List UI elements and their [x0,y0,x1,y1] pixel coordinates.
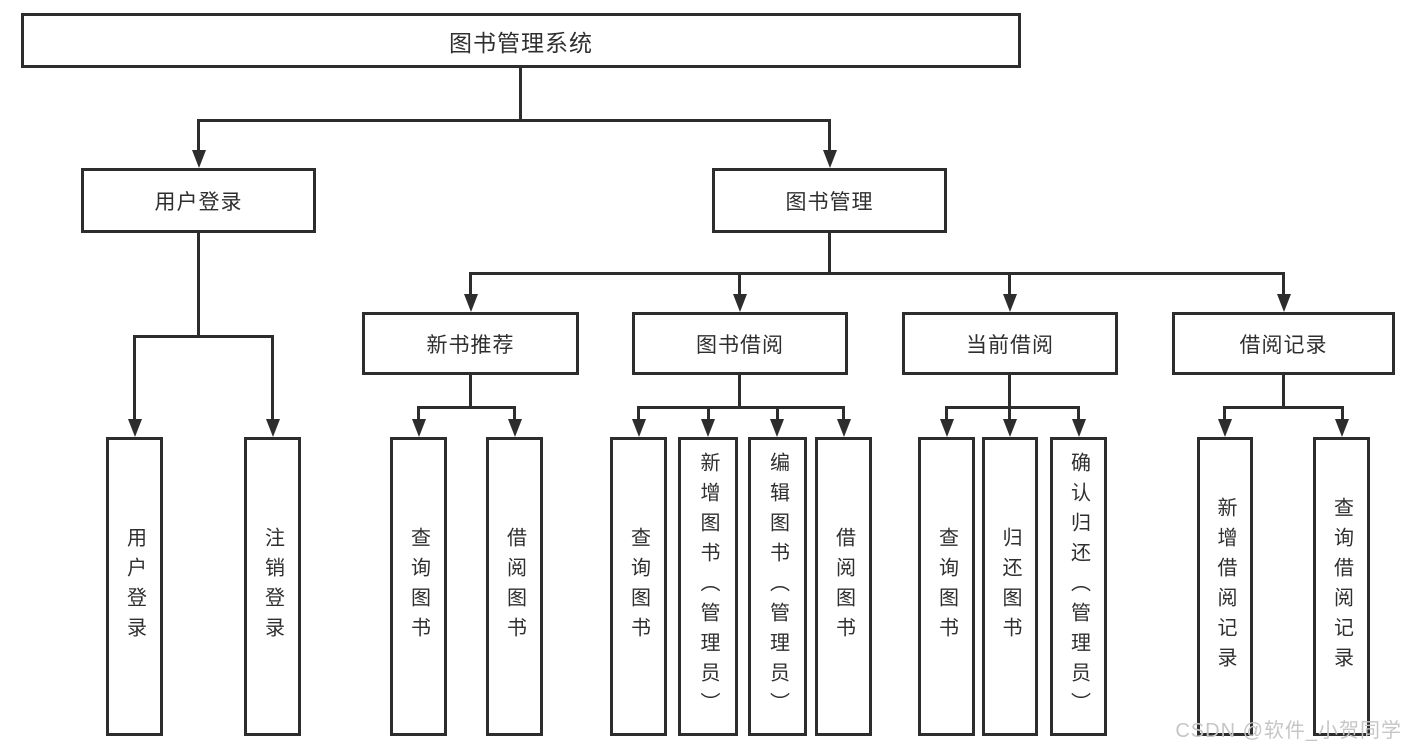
node-label: 查询图书 [935,526,958,647]
node-label: 图书借阅 [696,333,784,357]
connector-stub-book-borrow [738,373,741,409]
connector-drop-level3 [738,272,741,296]
node-label: 借阅图书 [832,526,855,647]
connector-drop-leaf [1008,406,1011,421]
node-borrow-record: 借阅记录 [1172,312,1395,375]
connector-bus-book-borrow [637,406,845,409]
arrowhead-icon [1277,294,1291,312]
connector-drop-book-mgmt [828,119,831,152]
arrowhead-icon [1335,419,1349,437]
leaf-query-borrow-record: 查询借阅记录 [1313,437,1370,736]
leaf-query-books-borrow: 查询图书 [610,437,667,736]
node-label: 用户登录 [154,190,243,214]
arrowhead-icon [266,419,280,437]
node-label: 当前借阅 [966,333,1054,357]
connector-drop-leaf [707,406,710,421]
connector-drop-leaf [513,406,516,421]
arrowhead-icon [1072,419,1086,437]
arrowhead-icon [412,419,426,437]
connector-user-login-stub [197,231,200,338]
leaf-logout: 注销登录 [244,437,301,736]
connector-stub-new-book [469,373,472,409]
connector-drop-leaf [417,406,420,421]
connector-root-stub [519,66,522,121]
connector-drop-leaf [1223,406,1226,421]
connector-book-mgmt-stub [828,231,831,274]
node-label: 用户登录 [123,526,146,647]
arrowhead-icon [1003,419,1017,437]
connector-drop-level3 [1282,272,1285,296]
node-book-borrow: 图书借阅 [632,312,848,375]
node-label: 借阅记录 [1239,333,1328,357]
connector-bus-borrow-record [1223,406,1344,409]
connector-drop-user-login [197,119,200,152]
arrowhead-icon [940,419,954,437]
connector-bus-user-login [133,335,274,338]
node-label: 图书管理 [785,190,874,214]
leaf-borrow-books: 借阅图书 [815,437,872,736]
node-label: 归还图书 [999,526,1021,647]
leaf-edit-book-admin: 编辑图书（管理员） [748,437,807,736]
connector-drop-level3 [1008,272,1011,296]
connector-drop-level3 [469,272,472,296]
arrowhead-icon [770,419,784,437]
connector-drop-leaf [637,406,640,421]
arrowhead-icon [823,150,837,168]
connector-drop-leaf [1341,406,1344,421]
leaf-borrow-books-recommend: 借阅图书 [486,437,543,736]
watermark-text: CSDN @软件_小贺同学 [1175,720,1402,742]
arrowhead-icon [192,150,206,168]
leaf-add-borrow-record: 新增借阅记录 [1197,437,1253,736]
connector-stub-borrow-record [1282,373,1285,409]
connector-bus-new-book [417,406,516,409]
node-current-borrow: 当前借阅 [902,312,1118,375]
node-label: 新书推荐 [426,333,515,357]
node-root: 图书管理系统 [21,13,1021,68]
connector-drop-leaf [1077,406,1080,421]
node-label: 图书管理系统 [449,29,593,56]
arrowhead-icon [632,419,646,437]
connector-drop-leaf [271,335,274,421]
node-label: 编辑图书（管理员） [766,451,789,722]
arrowhead-icon [128,419,142,437]
node-label: 查询图书 [407,526,430,647]
leaf-query-books-current: 查询图书 [918,437,975,736]
connector-drop-leaf [945,406,948,421]
leaf-user-login: 用户登录 [106,437,163,736]
connector-stub-current-borrow [1008,373,1011,409]
node-label: 查询图书 [627,526,650,647]
leaf-query-books-recommend: 查询图书 [390,437,447,736]
arrowhead-icon [464,294,478,312]
connector-drop-leaf [133,335,136,421]
connector-bus-current-borrow [945,406,1080,409]
arrowhead-icon [508,419,522,437]
arrowhead-icon [1218,419,1232,437]
connector-bus-level2 [469,272,1285,275]
node-user-login: 用户登录 [81,168,316,233]
leaf-return-book: 归还图书 [982,437,1038,736]
connector-drop-leaf [842,406,845,421]
node-new-book-recommend: 新书推荐 [362,312,579,375]
arrowhead-icon [701,419,715,437]
arrowhead-icon [733,294,747,312]
connector-bus-level1 [197,119,831,122]
node-book-mgmt: 图书管理 [712,168,947,233]
node-label: 新增借阅记录 [1214,496,1236,677]
arrowhead-icon [1003,294,1017,312]
node-label: 新增图书（管理员） [697,451,719,722]
node-label: 借阅图书 [503,526,526,647]
connector-drop-leaf [776,406,779,421]
node-label: 查询借阅记录 [1330,496,1353,677]
leaf-add-book-admin: 新增图书（管理员） [678,437,738,736]
node-label: 注销登录 [261,526,284,647]
node-label: 确认归还（管理员） [1067,451,1090,722]
arrowhead-icon [837,419,851,437]
leaf-confirm-return-admin: 确认归还（管理员） [1050,437,1107,736]
